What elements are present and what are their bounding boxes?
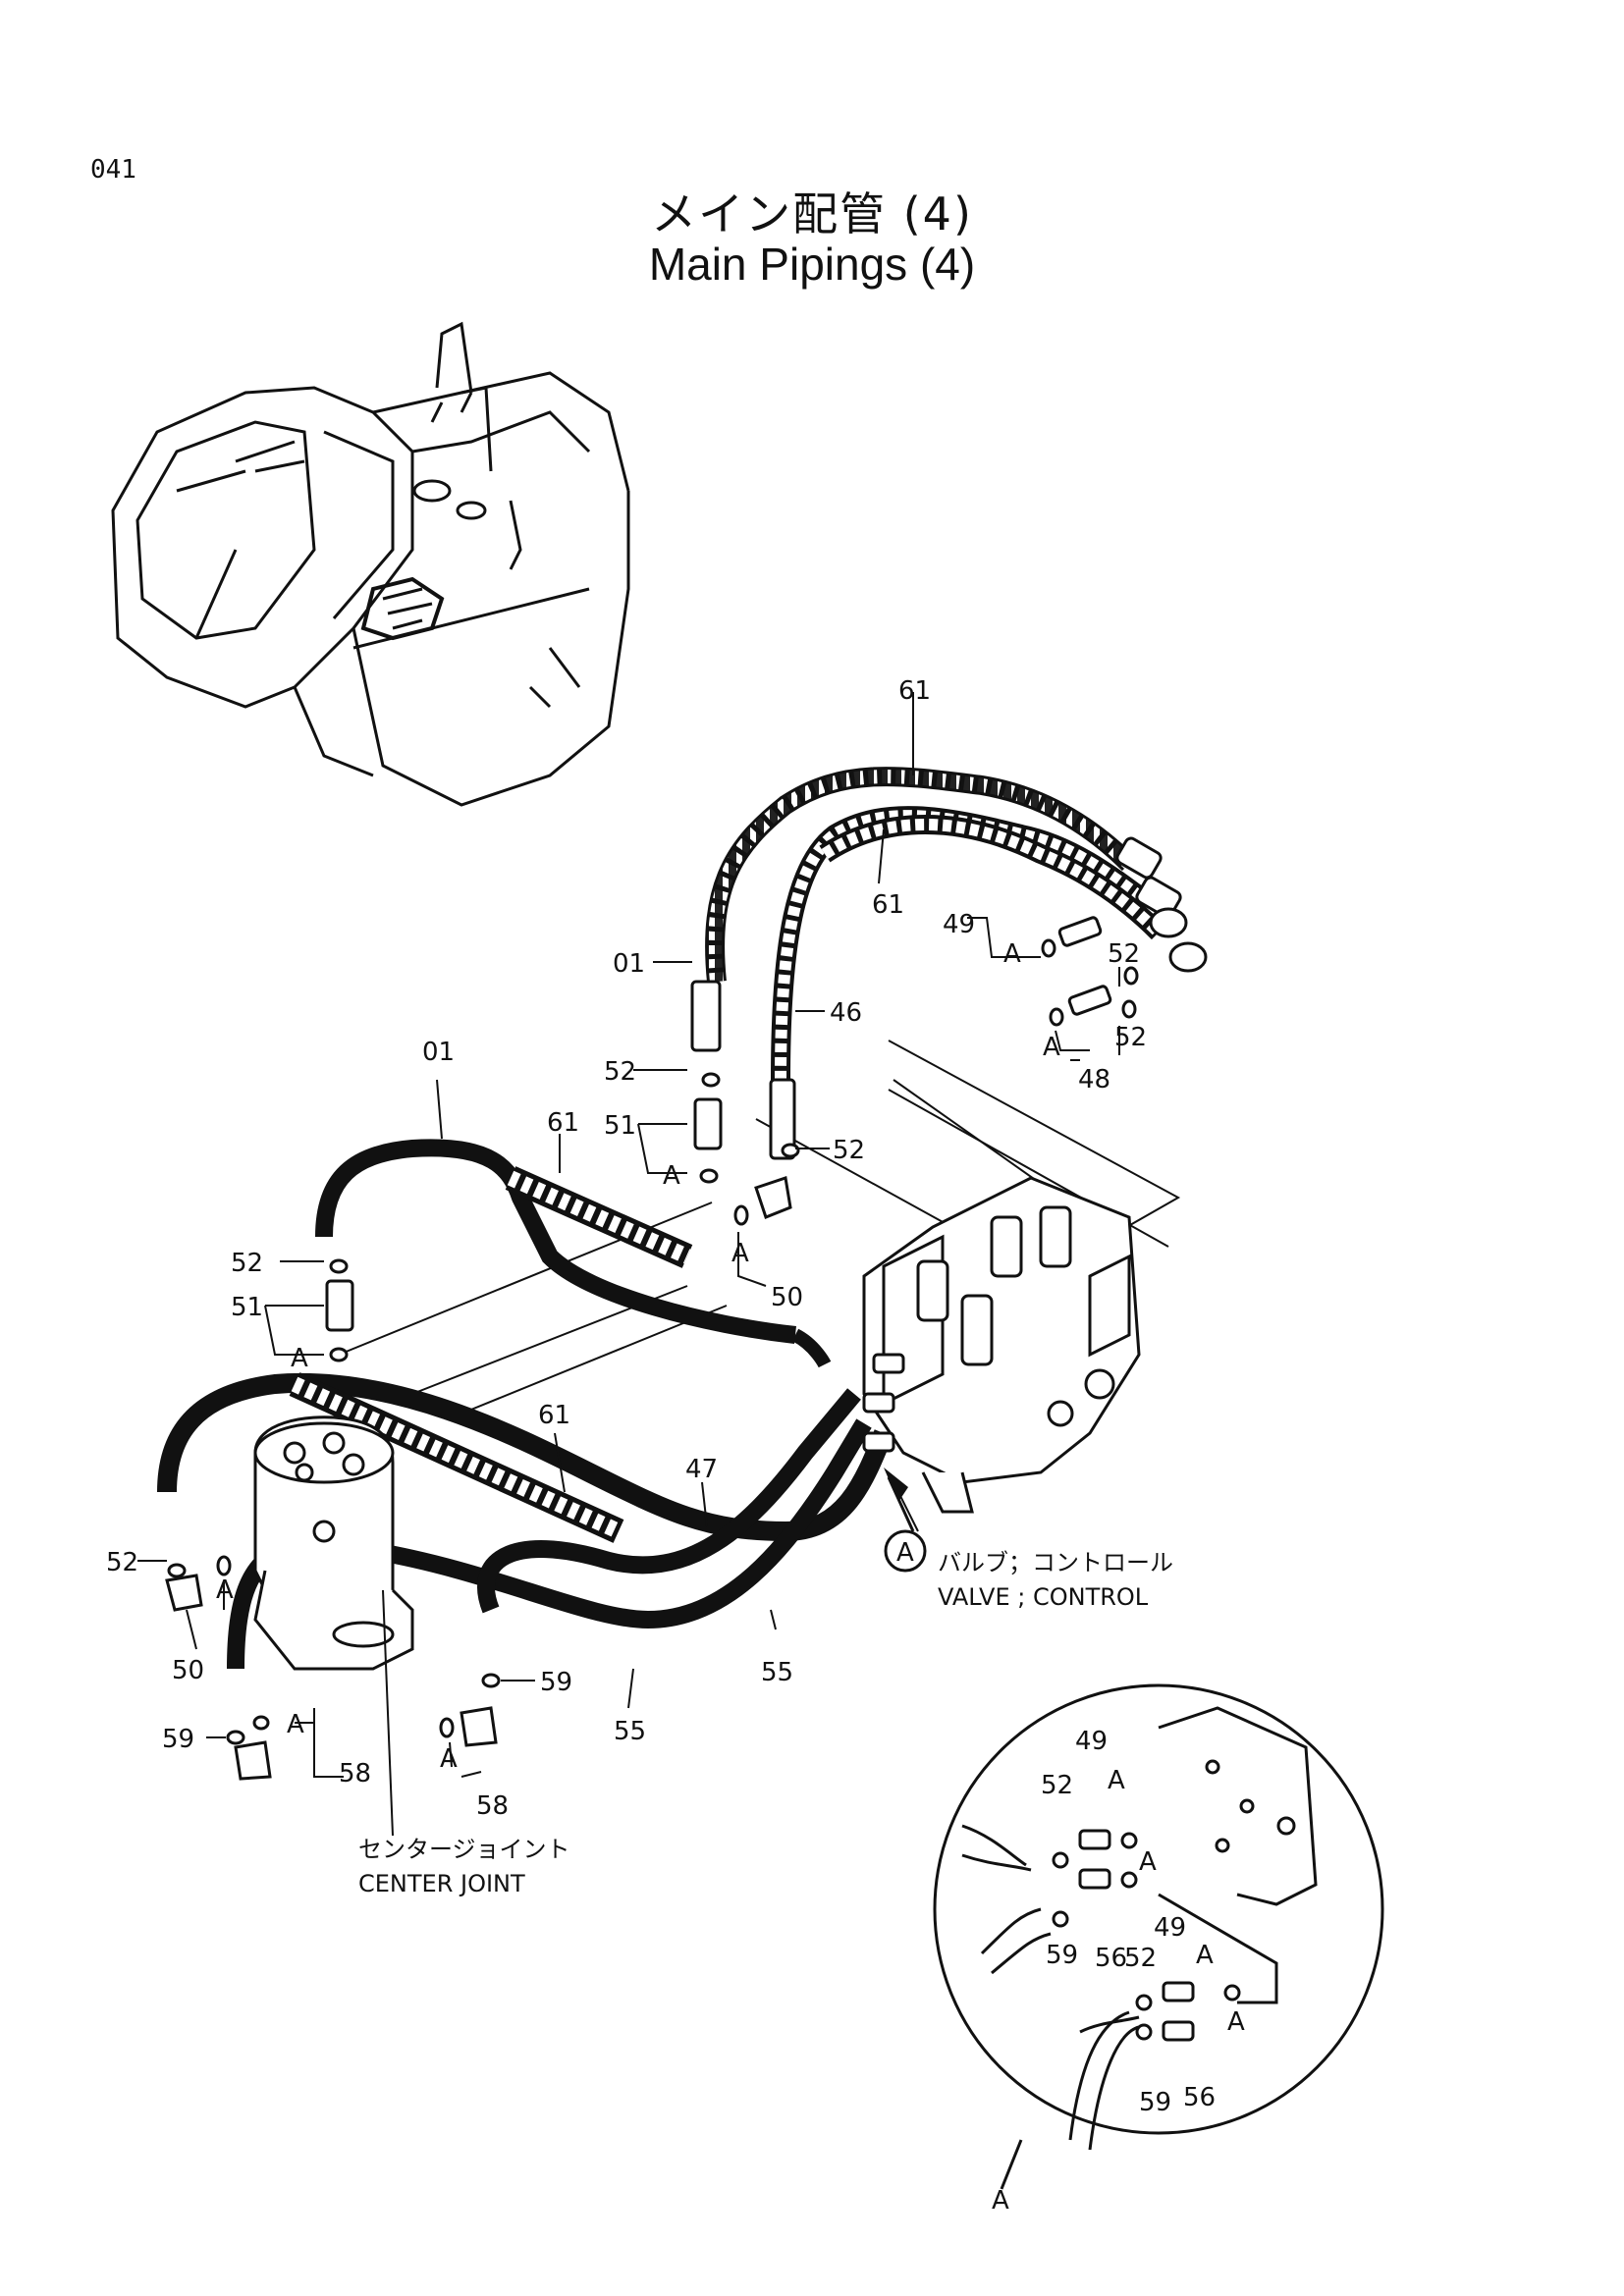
label-52: 52 xyxy=(833,1136,865,1165)
label-50: 50 xyxy=(771,1283,803,1312)
label-59: 59 xyxy=(1046,1941,1078,1970)
label-52: 52 xyxy=(1041,1771,1073,1800)
label-59: 59 xyxy=(540,1668,572,1697)
label-47: 47 xyxy=(685,1455,718,1484)
label-52: 52 xyxy=(604,1057,636,1087)
label-a: A xyxy=(440,1744,458,1774)
detail-a-view xyxy=(933,1683,1384,2190)
valve-caption-jp: バルブ；コントロール xyxy=(938,1549,1173,1576)
label-a: A xyxy=(216,1575,234,1605)
label-50: 50 xyxy=(172,1656,204,1685)
hose-61-upper xyxy=(705,767,1166,1081)
label-52: 52 xyxy=(1108,939,1140,969)
label-a: A xyxy=(287,1710,304,1739)
label-52: 52 xyxy=(106,1548,138,1577)
captions: バルブ；コントロール VALVE ; CONTROL センタージョイント CEN… xyxy=(358,1549,1173,1897)
label-61: 61 xyxy=(538,1401,570,1430)
hose-fittings-upper xyxy=(690,836,1208,1160)
label-a: A xyxy=(663,1161,680,1191)
page-number: 041 xyxy=(90,155,136,185)
label-61: 61 xyxy=(872,890,904,920)
label-58: 58 xyxy=(339,1759,371,1789)
label-a: A xyxy=(1139,1847,1157,1877)
label-49: 49 xyxy=(1154,1913,1186,1943)
label-56: 56 xyxy=(1183,2083,1216,2112)
label-a: A xyxy=(1227,2007,1245,2037)
label-a: A xyxy=(992,2186,1009,2216)
label-48: 48 xyxy=(1078,1065,1110,1095)
label-01: 01 xyxy=(613,949,645,979)
control-valve-illustration xyxy=(862,1176,1141,1514)
label-55: 55 xyxy=(614,1717,646,1746)
label-56: 56 xyxy=(1095,1944,1127,1973)
label-46: 46 xyxy=(830,998,862,1028)
fittings-and-o-rings xyxy=(165,916,1139,1781)
label-a: A xyxy=(1043,1033,1060,1062)
hose-61-lower-braid xyxy=(289,1372,624,1543)
label-55: 55 xyxy=(761,1658,793,1687)
title-japanese: メイン配管 (4) xyxy=(651,187,973,240)
label-52: 52 xyxy=(231,1249,263,1278)
label-a: A xyxy=(1196,1941,1214,1970)
hose-long-lower xyxy=(157,1372,893,1542)
joint-caption-jp: センタージョイント xyxy=(358,1836,570,1863)
excavator-overview-illustration xyxy=(111,321,630,807)
label-51: 51 xyxy=(231,1293,263,1322)
label-49: 49 xyxy=(1075,1727,1108,1756)
detail-a-marker: A xyxy=(884,1529,927,1573)
label-01: 01 xyxy=(422,1038,455,1067)
label-61: 61 xyxy=(898,676,931,706)
part-labels: 61 61 01 46 01 61 52 51 A 52 A 50 52 51 … xyxy=(106,676,1245,2216)
joint-caption-en: CENTER JOINT xyxy=(358,1870,525,1897)
label-a: A xyxy=(1108,1766,1125,1795)
detail-a-marker-label: A xyxy=(896,1538,914,1568)
detail-arrow xyxy=(884,1468,915,1532)
label-a: A xyxy=(1003,939,1021,969)
label-49: 49 xyxy=(943,910,975,939)
label-52: 52 xyxy=(1114,1023,1147,1052)
center-joint-illustration xyxy=(253,1415,414,1671)
valve-caption-en: VALVE ; CONTROL xyxy=(938,1583,1149,1611)
label-52: 52 xyxy=(1124,1944,1157,1973)
label-51: 51 xyxy=(604,1111,636,1141)
hose-01-lower xyxy=(315,1139,832,1368)
label-58: 58 xyxy=(476,1791,509,1821)
hose-61-middle-braid xyxy=(505,1166,693,1268)
label-59: 59 xyxy=(1139,2088,1171,2117)
title-english: Main Pipings (4) xyxy=(648,239,976,290)
label-a: A xyxy=(731,1239,749,1268)
label-a: A xyxy=(291,1344,308,1373)
label-59: 59 xyxy=(162,1725,194,1754)
label-61: 61 xyxy=(547,1108,579,1138)
